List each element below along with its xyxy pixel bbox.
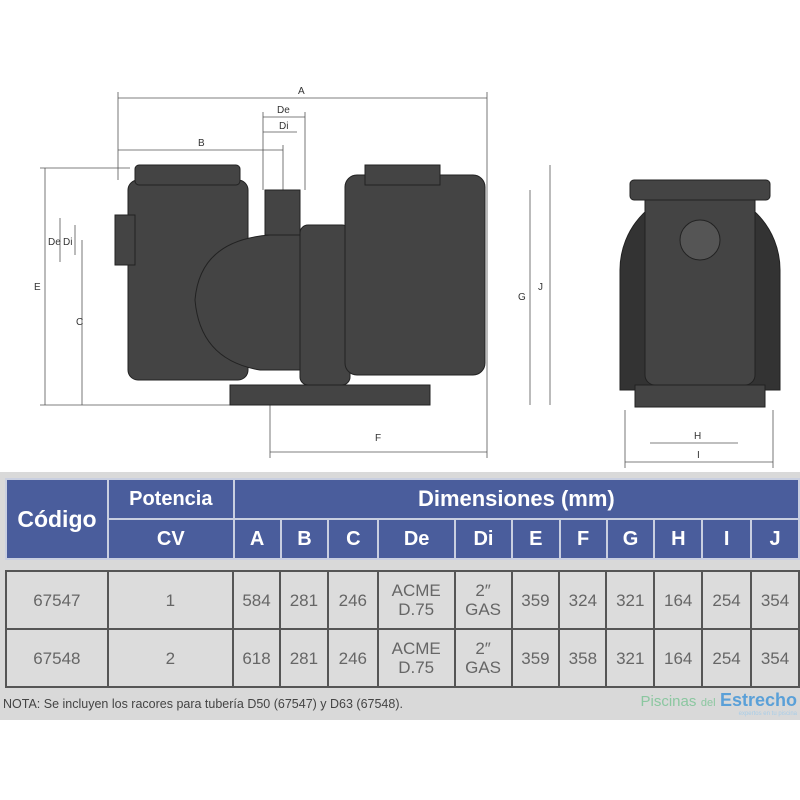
pump-dimension-drawing: A B De Di De Di C E F G J H I (34, 86, 781, 468)
header-col: A (232, 518, 282, 560)
header-col: C (327, 518, 380, 560)
dim-label-de: De (277, 105, 290, 116)
cell: 254 (701, 628, 753, 688)
dim-label-g: G (518, 292, 526, 303)
cell: 321 (605, 570, 656, 630)
dim-label-di: Di (279, 121, 288, 132)
header-col: G (605, 518, 656, 560)
cell-codigo: 67548 (5, 628, 109, 688)
cell: ACME D.75 (376, 628, 456, 688)
header-cv: CV (106, 518, 235, 560)
cell: 2″ GAS (453, 628, 513, 688)
header-col: De (377, 518, 457, 560)
dim-label-j: J (538, 282, 543, 293)
cell: 281 (278, 570, 329, 630)
table-row: 67548 2 618 281 246 ACME D.75 2″ GAS 359… (5, 628, 800, 688)
note-text: NOTA: Se incluyen los racores para tuber… (3, 697, 403, 711)
dim-label-i: I (697, 450, 700, 461)
cell: ACME D.75 (376, 570, 456, 630)
cell: 281 (278, 628, 329, 688)
table-body: 67547 1 584 281 246 ACME D.75 2″ GAS 359… (5, 570, 800, 688)
logo-tagline: expertos en tu piscina (738, 711, 797, 717)
header-col: H (653, 518, 704, 560)
header-col: B (279, 518, 330, 560)
logo-part3: Estrecho (719, 690, 797, 710)
brand-logo: Piscinas del Estrecho expertos en tu pis… (641, 690, 797, 717)
cell: 246 (326, 570, 379, 630)
cell: 164 (653, 570, 704, 630)
header-col: Di (454, 518, 513, 560)
header-col: E (510, 518, 561, 560)
cell: 584 (232, 570, 281, 630)
cell-cv: 2 (106, 628, 235, 688)
cell: 354 (750, 628, 800, 688)
dim-label-de-side: De (48, 237, 61, 248)
header-codigo: Código (5, 478, 109, 560)
header-potencia: Potencia (106, 478, 235, 520)
header-col: I (701, 518, 753, 560)
cell: 358 (558, 628, 608, 688)
cell: 359 (510, 570, 561, 630)
table-header: Código Potencia Dimensiones (mm) CV A B … (5, 478, 800, 560)
dim-label-a: A (298, 86, 305, 97)
dim-label-b: B (198, 138, 205, 149)
dim-label-c: C (76, 317, 83, 328)
dim-label-di-side: Di (63, 237, 72, 248)
dim-label-h: H (694, 431, 701, 442)
header-col: J (750, 518, 800, 560)
cell: 359 (510, 628, 561, 688)
cell: 321 (605, 628, 656, 688)
cell-codigo: 67547 (5, 570, 109, 630)
cell: 324 (558, 570, 608, 630)
logo-part1: Piscinas (640, 693, 697, 710)
cell: 354 (750, 570, 800, 630)
cell: 2″ GAS (453, 570, 513, 630)
dim-label-e: E (34, 282, 41, 293)
header-dimensiones: Dimensiones (mm) (232, 478, 800, 520)
dim-label-f: F (375, 433, 381, 444)
cell: 164 (653, 628, 704, 688)
table-row: 67547 1 584 281 246 ACME D.75 2″ GAS 359… (5, 570, 800, 630)
logo-part2: del (700, 697, 716, 709)
cell: 254 (701, 570, 753, 630)
header-col: F (558, 518, 608, 560)
cell-cv: 1 (106, 570, 235, 630)
cell: 618 (232, 628, 281, 688)
cell: 246 (326, 628, 379, 688)
